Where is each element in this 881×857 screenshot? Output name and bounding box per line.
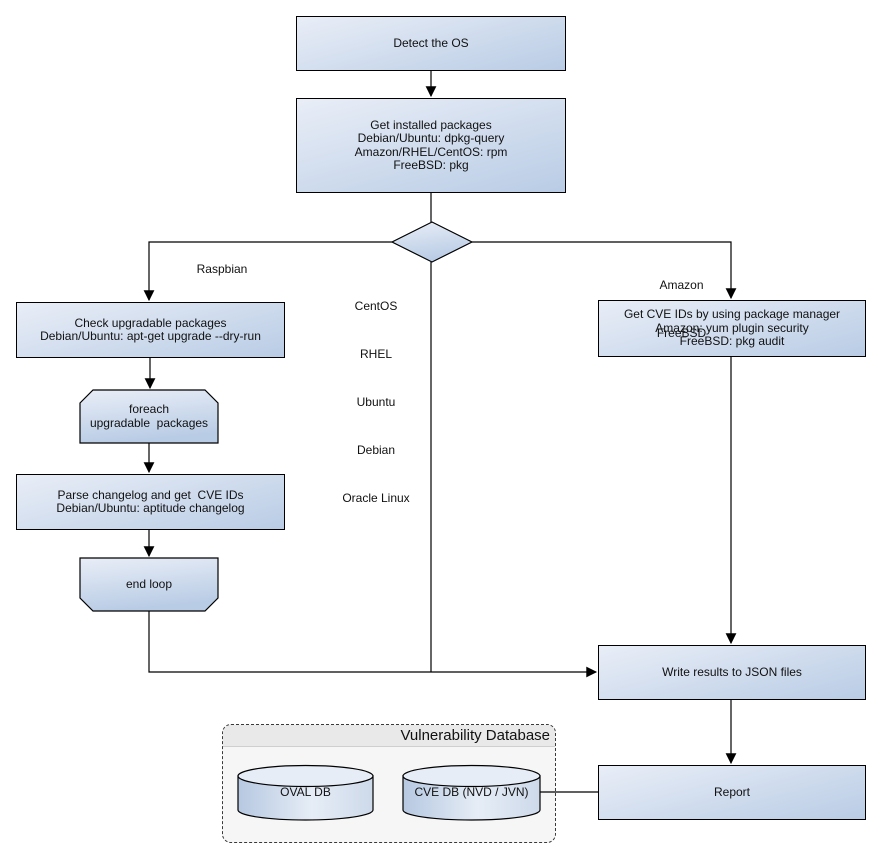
vulnerability-database-title: Vulnerability Database [400, 727, 550, 744]
branch-label-os-list: CentOS RHEL Ubuntu Debian Oracle Linux [326, 266, 426, 538]
branch-label-line: Debian [356, 443, 396, 457]
cve-db-cylinder-top [402, 764, 541, 788]
branch-label-line: RHEL [359, 347, 392, 361]
cve-db-cylinder-body [402, 775, 541, 821]
node-detect-os: Detect the OS [296, 16, 566, 71]
edge-endloop-to-write-results [148, 611, 598, 678]
node-detect-os-label: Detect the OS [393, 35, 469, 50]
edge-decision-to-getcve [472, 241, 737, 300]
node-get-installed-packages: Get installed packages Debian/Ubuntu: dp… [296, 98, 566, 193]
vulnerability-database-titlebar: Vulnerability Database [223, 725, 555, 747]
node-write-results: Write results to JSON files [598, 645, 866, 700]
branch-label-line: Oracle Linux [342, 491, 410, 505]
decision-diamond [390, 221, 474, 263]
node-text-line: Check upgradable packages [74, 315, 227, 330]
end-loop-shape [79, 557, 219, 612]
node-parse-changelog: Parse changelog and get CVE IDs Debian/U… [16, 474, 285, 530]
branch-label-line: CentOS [354, 299, 398, 313]
branch-label-line: FreeBSD [656, 326, 707, 340]
node-text-line: FreeBSD: pkg [393, 158, 469, 172]
oval-db-cylinder-top [237, 764, 374, 788]
node-text-line: Debian/Ubuntu: apt-get upgrade --dry-run [40, 329, 261, 343]
node-get-cve-ids: Get CVE IDs by using package manager Ama… [598, 300, 866, 357]
node-report: Report [598, 765, 866, 820]
node-text-line: Amazon/RHEL/CentOS: rpm [354, 144, 508, 159]
foreach-loop-start-shape [79, 389, 219, 444]
node-text-line: Debian/Ubuntu: dpkg-query [357, 131, 505, 145]
oval-db-cylinder-body [237, 775, 374, 821]
node-text-line: Get CVE IDs by using package manager [623, 307, 841, 322]
branch-label-raspbian: Raspbian [196, 262, 248, 276]
node-text-line: Amazon: yum plugin security [655, 320, 809, 335]
node-text-line: Debian/Ubuntu: aptitude changelog [56, 501, 245, 515]
node-text-line: FreeBSD: pkg audit [679, 334, 785, 349]
branch-label-amazon-freebsd: Amazon FreeBSD [644, 245, 719, 373]
node-report-label: Report [713, 784, 751, 799]
node-text-line: Get installed packages [370, 117, 492, 132]
node-check-upgradable-packages: Check upgradable packages Debian/Ubuntu:… [16, 302, 285, 358]
node-text-line: Parse changelog and get CVE IDs [57, 487, 244, 502]
branch-label-line: Ubuntu [356, 395, 396, 409]
branch-label-line: Amazon [659, 278, 704, 292]
edge-decision-to-check-upgradable [143, 241, 392, 302]
node-write-results-label: Write results to JSON files [662, 664, 802, 679]
